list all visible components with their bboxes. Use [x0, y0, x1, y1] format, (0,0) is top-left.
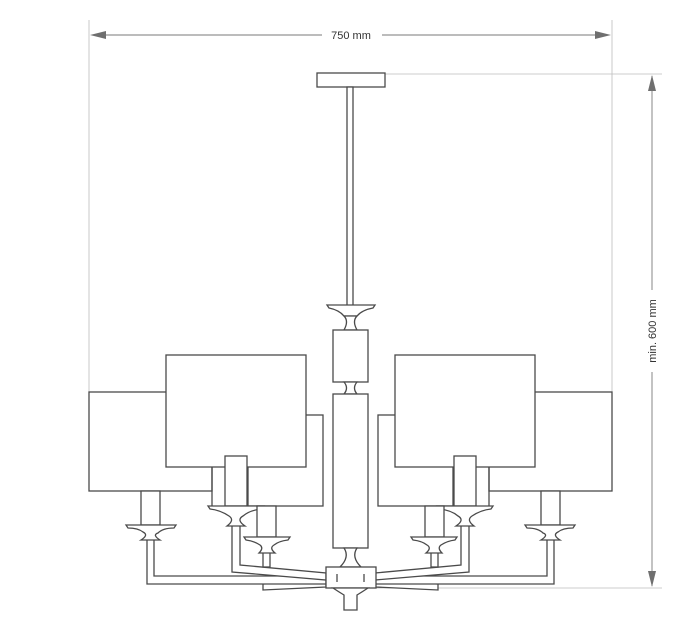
suspension-rod — [346, 86, 354, 307]
candle-inner — [256, 505, 277, 538]
arrow-left-icon — [90, 31, 106, 39]
bobeche-outer — [124, 524, 178, 541]
bobeche-inner — [242, 536, 292, 554]
neck-3 — [338, 547, 363, 568]
left-arms — [88, 354, 327, 591]
neck-2 — [342, 381, 359, 395]
right-arms — [374, 354, 613, 591]
hub — [325, 566, 377, 611]
upper-body — [332, 329, 369, 383]
extension-lines — [88, 20, 662, 589]
neck-1 — [342, 315, 359, 331]
arrow-up-icon — [648, 75, 656, 91]
lower-body — [332, 393, 369, 549]
bobeche-middle — [206, 505, 266, 527]
central-column — [316, 72, 386, 568]
top-cup — [325, 304, 377, 317]
bottom-finial — [330, 587, 371, 611]
height-dimension: min. 600 mm — [647, 75, 659, 587]
arrow-right-icon — [595, 31, 611, 39]
candle-middle — [224, 455, 248, 507]
shade-front — [165, 354, 307, 468]
candle-outer — [140, 490, 161, 526]
middle-arm — [231, 523, 327, 581]
height-label: min. 600 mm — [647, 299, 659, 363]
ceiling-canopy — [316, 72, 386, 88]
width-dimension: 750 mm — [90, 30, 611, 42]
arrow-down-icon — [648, 571, 656, 587]
width-label: 750 mm — [331, 30, 371, 42]
